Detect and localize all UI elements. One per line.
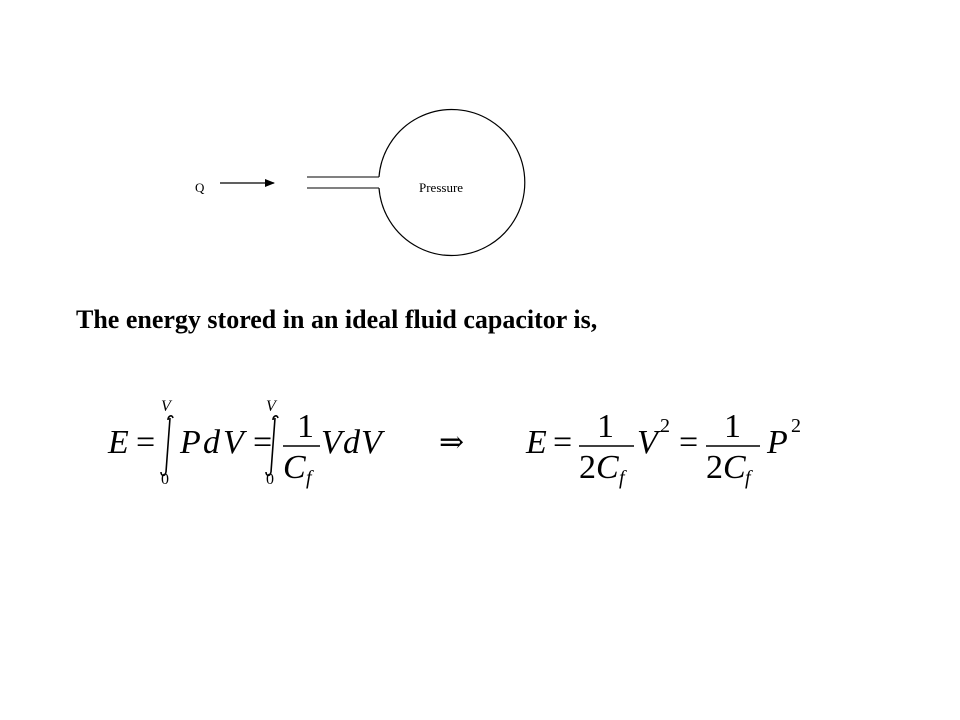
upper-limit: V xyxy=(161,398,173,415)
vessel-label: Pressure xyxy=(419,180,463,195)
equals-sign: = xyxy=(253,424,272,461)
capacitance-subscript: f xyxy=(619,467,627,489)
capacitance-symbol: C xyxy=(283,449,306,486)
exponent: 2 xyxy=(791,415,801,437)
fraction-numerator: 1 xyxy=(297,408,314,445)
upper-limit: V xyxy=(266,398,278,415)
fraction-numerator: 1 xyxy=(724,408,741,445)
energy-closed-form-equation: E = 1 2 C f V 2 = 1 2 C f P 2 xyxy=(525,408,801,489)
equals-sign: = xyxy=(553,424,572,461)
lower-limit: 0 xyxy=(161,471,169,488)
capacitance-subscript: f xyxy=(306,467,314,489)
vessel-circle xyxy=(378,108,526,257)
energy-symbol: E xyxy=(525,424,547,461)
implies-arrow: ⇒ xyxy=(439,426,464,459)
lower-limit: 0 xyxy=(266,471,274,488)
equals-sign: = xyxy=(679,424,698,461)
pressure-symbol: P xyxy=(766,424,788,461)
exponent: 2 xyxy=(660,415,670,437)
integral-sign xyxy=(160,415,174,477)
equals-sign: = xyxy=(136,424,155,461)
volume-symbol: V xyxy=(361,424,386,461)
volume-symbol: V xyxy=(223,424,248,461)
pressure-symbol: P xyxy=(179,424,201,461)
energy-symbol: E xyxy=(107,424,129,461)
integral-sign xyxy=(265,415,279,477)
capacitance-symbol: C xyxy=(596,449,619,486)
energy-statement: The energy stored in an ideal fluid capa… xyxy=(76,305,598,334)
differential-d: d xyxy=(343,424,361,461)
capacitance-subscript: f xyxy=(745,467,753,489)
energy-integral-equation: E = V 0 P d V = V 0 1 C f V d V xyxy=(107,398,386,489)
fraction-denominator-two: 2 xyxy=(579,449,596,486)
differential-d: d xyxy=(203,424,221,461)
fraction-denominator-two: 2 xyxy=(706,449,723,486)
capacitance-symbol: C xyxy=(723,449,746,486)
fraction-numerator: 1 xyxy=(597,408,614,445)
flow-label: Q xyxy=(195,180,205,195)
volume-symbol: V xyxy=(637,424,662,461)
